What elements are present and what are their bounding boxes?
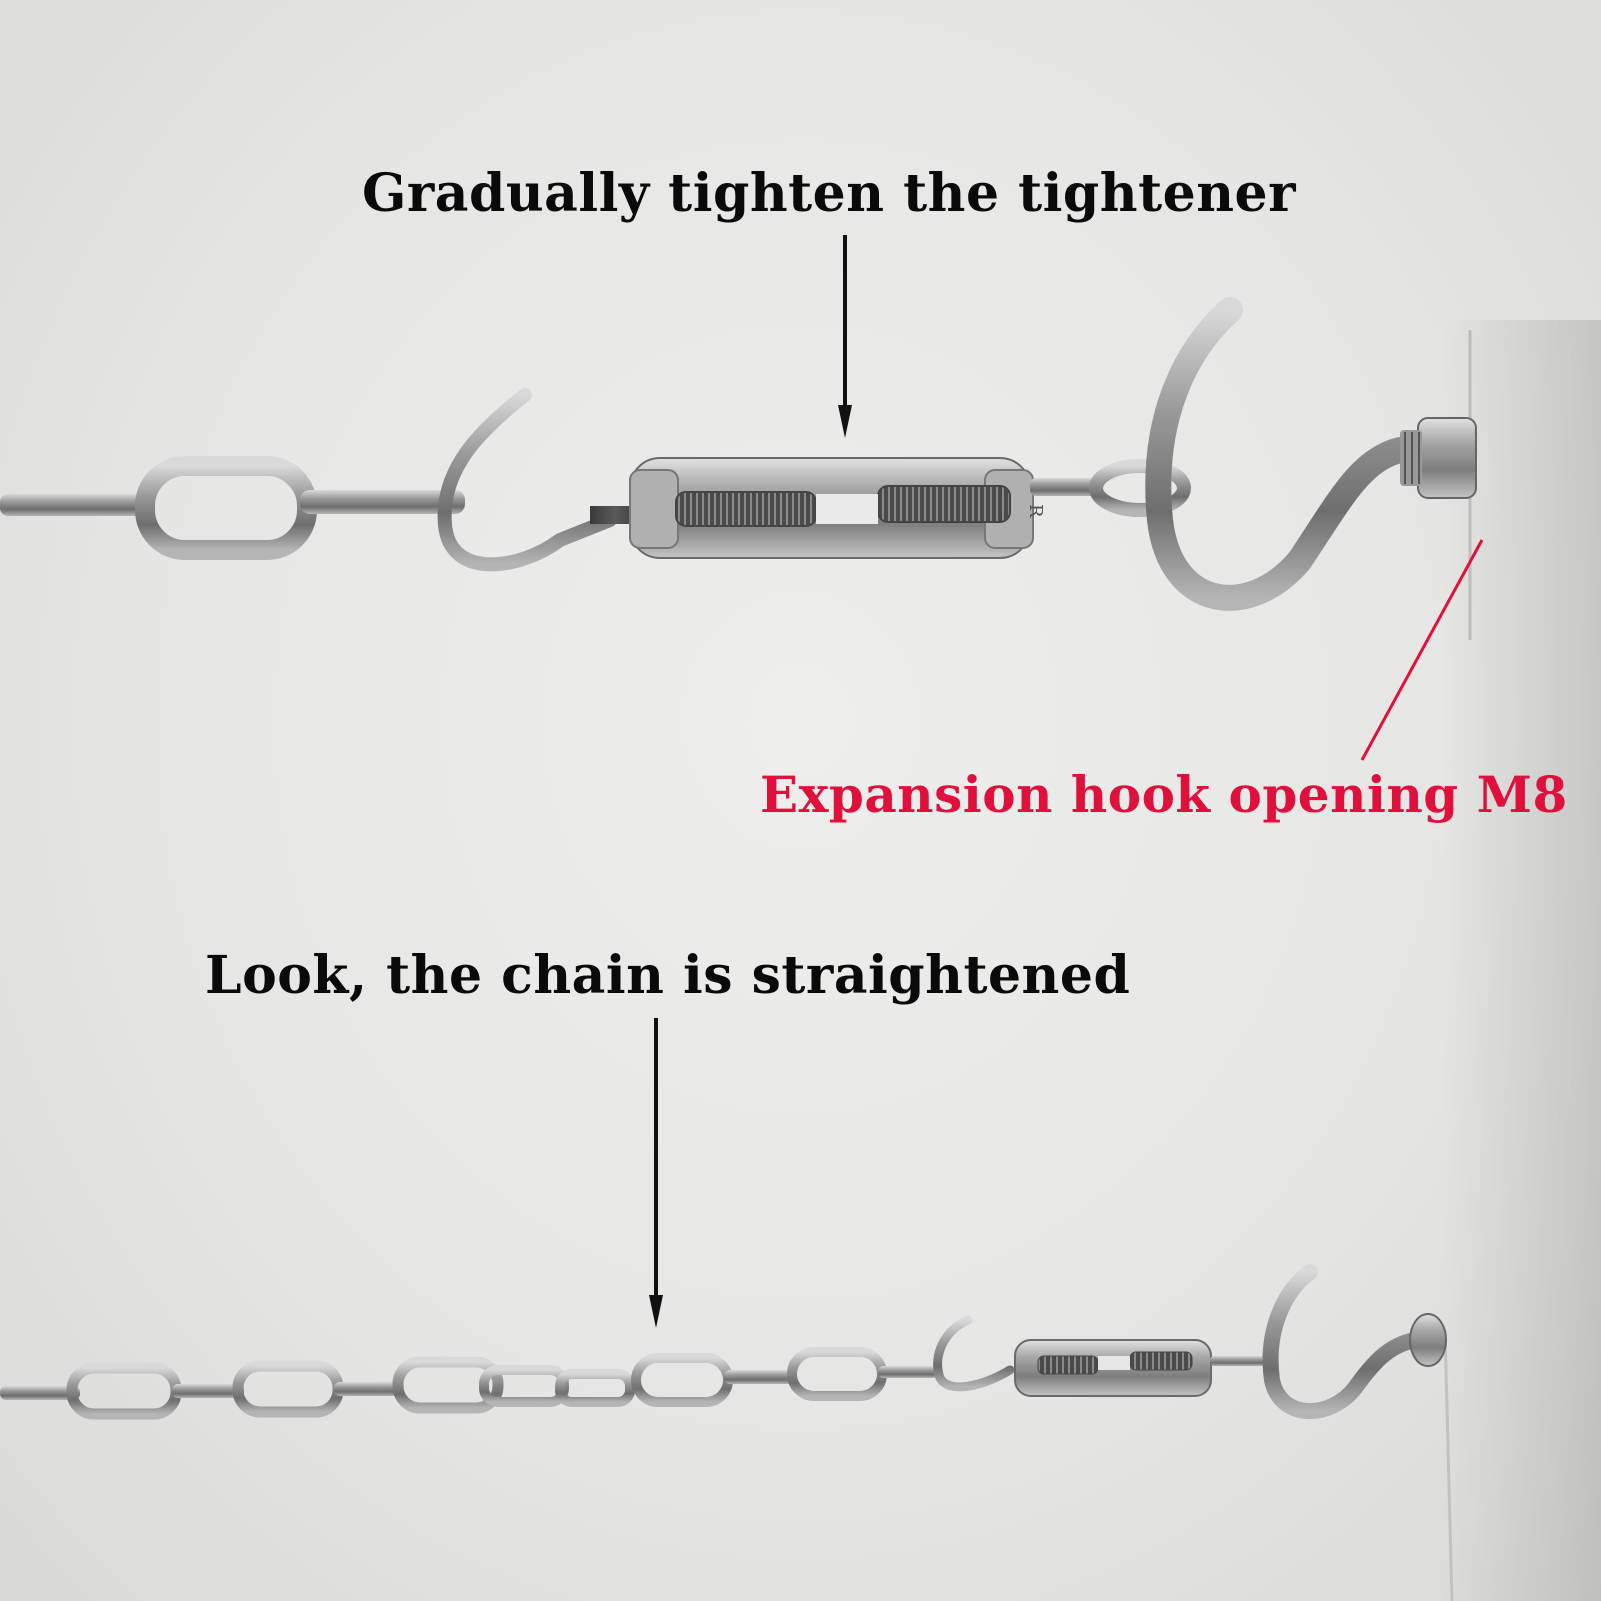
chain-link xyxy=(631,1353,733,1407)
caption-hook-opening: Expansion hook opening M8 xyxy=(760,765,1568,824)
chain-link-partial xyxy=(0,1386,80,1400)
wall-corner-shadow xyxy=(1440,320,1601,1601)
chain-link xyxy=(724,1370,796,1384)
eye-ring xyxy=(1089,459,1191,517)
down-arrow-top xyxy=(838,235,852,438)
turnbuckle-end-rod xyxy=(1210,1356,1270,1366)
chain-link xyxy=(135,456,317,560)
top-assembly: R xyxy=(0,297,1477,611)
turnbuckle-body: R xyxy=(629,457,1046,559)
pointer-line-red xyxy=(1360,539,1484,761)
chain-link xyxy=(555,1369,635,1407)
chain-link xyxy=(66,1362,182,1420)
bottom-assembly xyxy=(0,1264,1447,1420)
chain-link xyxy=(334,1382,402,1396)
chain-link xyxy=(392,1356,504,1414)
chain-link-partial xyxy=(0,494,150,516)
turnbuckle-body xyxy=(1014,1339,1212,1397)
chain-link xyxy=(172,1384,244,1398)
hex-nut xyxy=(1409,1313,1447,1367)
down-arrow-bottom xyxy=(649,1018,663,1328)
turnbuckle-end-rod xyxy=(1030,478,1100,496)
chain-link xyxy=(878,1366,938,1378)
caption-straightened: Look, the chain is straightened xyxy=(205,945,1131,1006)
expansion-hook xyxy=(1145,297,1458,611)
hex-nut xyxy=(1400,417,1477,499)
eye-bolt-stem xyxy=(590,506,640,524)
expansion-hook xyxy=(1262,1264,1423,1419)
wall-corner-edge-lower xyxy=(1443,1329,1454,1601)
caption-tighten: Gradually tighten the tightener xyxy=(362,163,1296,224)
s-hook-left xyxy=(933,1315,1015,1392)
chain-link xyxy=(787,1347,887,1401)
s-hook-left xyxy=(437,388,617,572)
chain-link xyxy=(300,490,465,514)
chain-link xyxy=(232,1360,344,1418)
svg-text:R: R xyxy=(1025,504,1046,518)
